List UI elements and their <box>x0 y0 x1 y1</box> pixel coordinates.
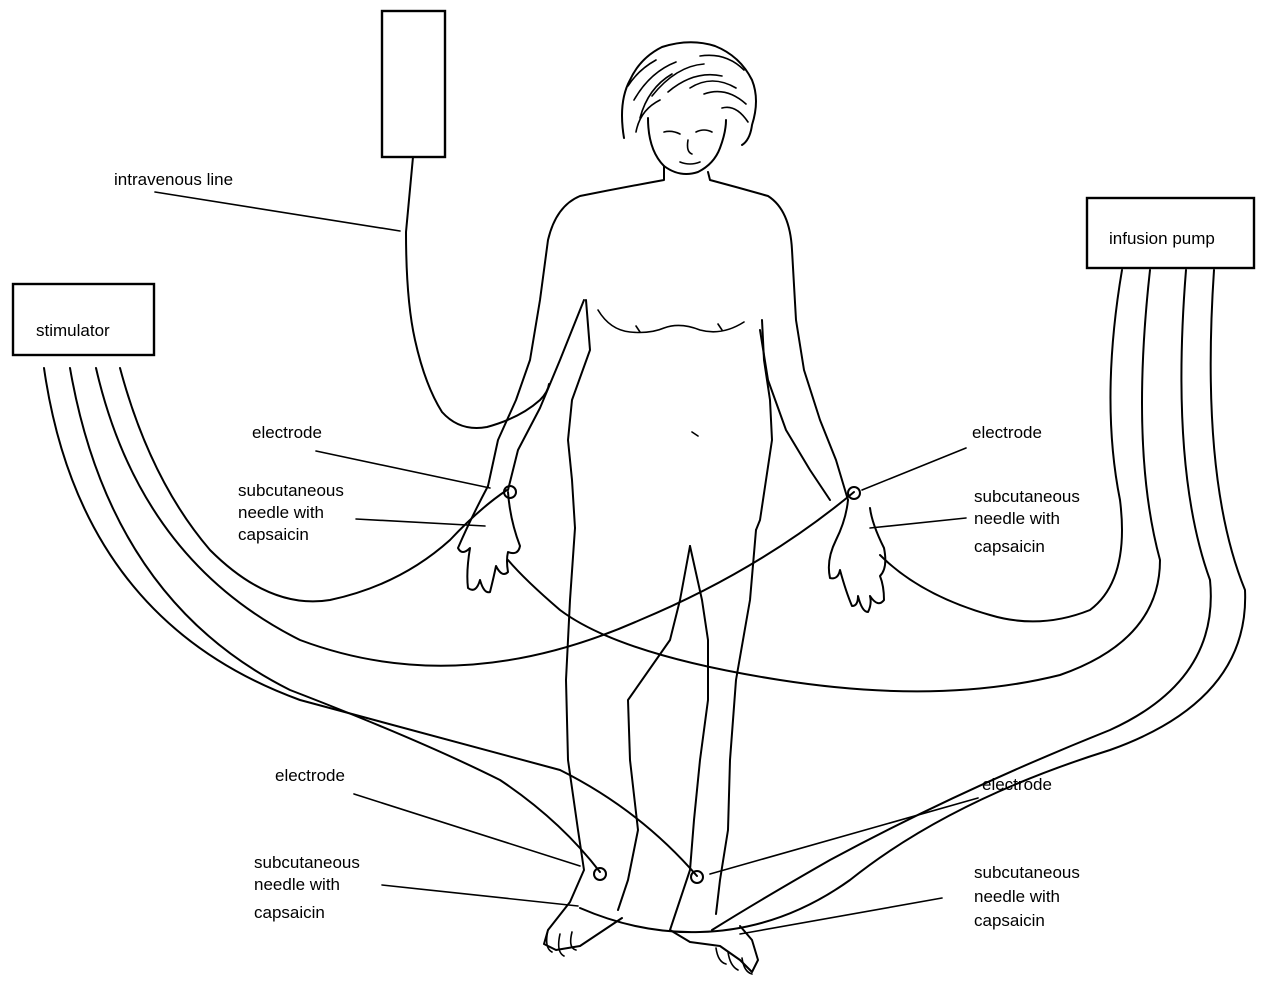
infusion-pump-label: infusion pump <box>1109 229 1215 248</box>
stimulator-label: stimulator <box>36 321 110 340</box>
needle-left-foot-label-2: needle with <box>254 875 340 894</box>
stim-cable-right-hand <box>96 368 854 666</box>
stimulator-cables <box>44 368 854 876</box>
leader-needle-right-foot <box>740 898 942 934</box>
leader-needle-right-hand <box>870 518 966 528</box>
electrode-right-foot-label: electrode <box>982 775 1052 794</box>
pump-cable-right-hand <box>880 270 1122 621</box>
needle-left-hand-label-3: capsaicin <box>238 525 309 544</box>
needle-left-foot-label-1: subcutaneous <box>254 853 360 872</box>
needle-left-foot-label-3: capsaicin <box>254 903 325 922</box>
iv-line-tube <box>406 157 549 428</box>
stimulator-box <box>13 284 154 355</box>
electrode-left-foot-dot <box>594 868 606 880</box>
leader-needle-left-hand <box>356 519 485 526</box>
left-arm-inner <box>508 300 584 490</box>
needle-right-foot-label-2: needle with <box>974 887 1060 906</box>
leader-electrode-right-foot <box>710 798 978 874</box>
right-leg-outer <box>716 530 756 914</box>
electrode-left-hand-label: electrode <box>252 423 322 442</box>
needle-right-foot-label-3: capsaicin <box>974 911 1045 930</box>
left-shoulder-arm-outer <box>488 166 664 486</box>
iv-bag <box>382 11 445 157</box>
iv-line-leader <box>155 192 400 231</box>
needle-right-hand-label-2: needle with <box>974 509 1060 528</box>
needle-left-hand-label-2: needle with <box>238 503 324 522</box>
iv-line-label: intravenous line <box>114 170 233 189</box>
toes <box>547 930 752 974</box>
electrode-right-hand-label: electrode <box>972 423 1042 442</box>
needle-right-hand-label-3: capsaicin <box>974 537 1045 556</box>
needle-right-foot-label-1: subcutaneous <box>974 863 1080 882</box>
left-hand <box>458 486 520 592</box>
needle-left-hand-label-1: subcutaneous <box>238 481 344 500</box>
face-features <box>664 130 712 164</box>
leader-needle-left-foot <box>382 885 578 906</box>
right-leg <box>670 546 758 972</box>
electrode-right-foot-dot <box>691 871 703 883</box>
right-hand <box>829 500 885 612</box>
chest-and-navel <box>598 310 744 436</box>
infusion-pump-cables <box>508 270 1245 932</box>
pump-cable-left-hand <box>508 270 1160 691</box>
right-shoulder-arm-outer <box>708 172 848 500</box>
needle-right-hand-label-1: subcutaneous <box>974 487 1080 506</box>
leader-electrode-left-foot <box>354 794 580 866</box>
pump-cable-right-foot <box>712 270 1211 930</box>
hair-strands <box>628 55 748 132</box>
electrode-left-foot-label: electrode <box>275 766 345 785</box>
person-figure <box>458 42 885 974</box>
leader-electrode-right-hand <box>862 448 966 490</box>
left-leg-outer <box>544 528 622 950</box>
hair-outline <box>622 42 756 145</box>
